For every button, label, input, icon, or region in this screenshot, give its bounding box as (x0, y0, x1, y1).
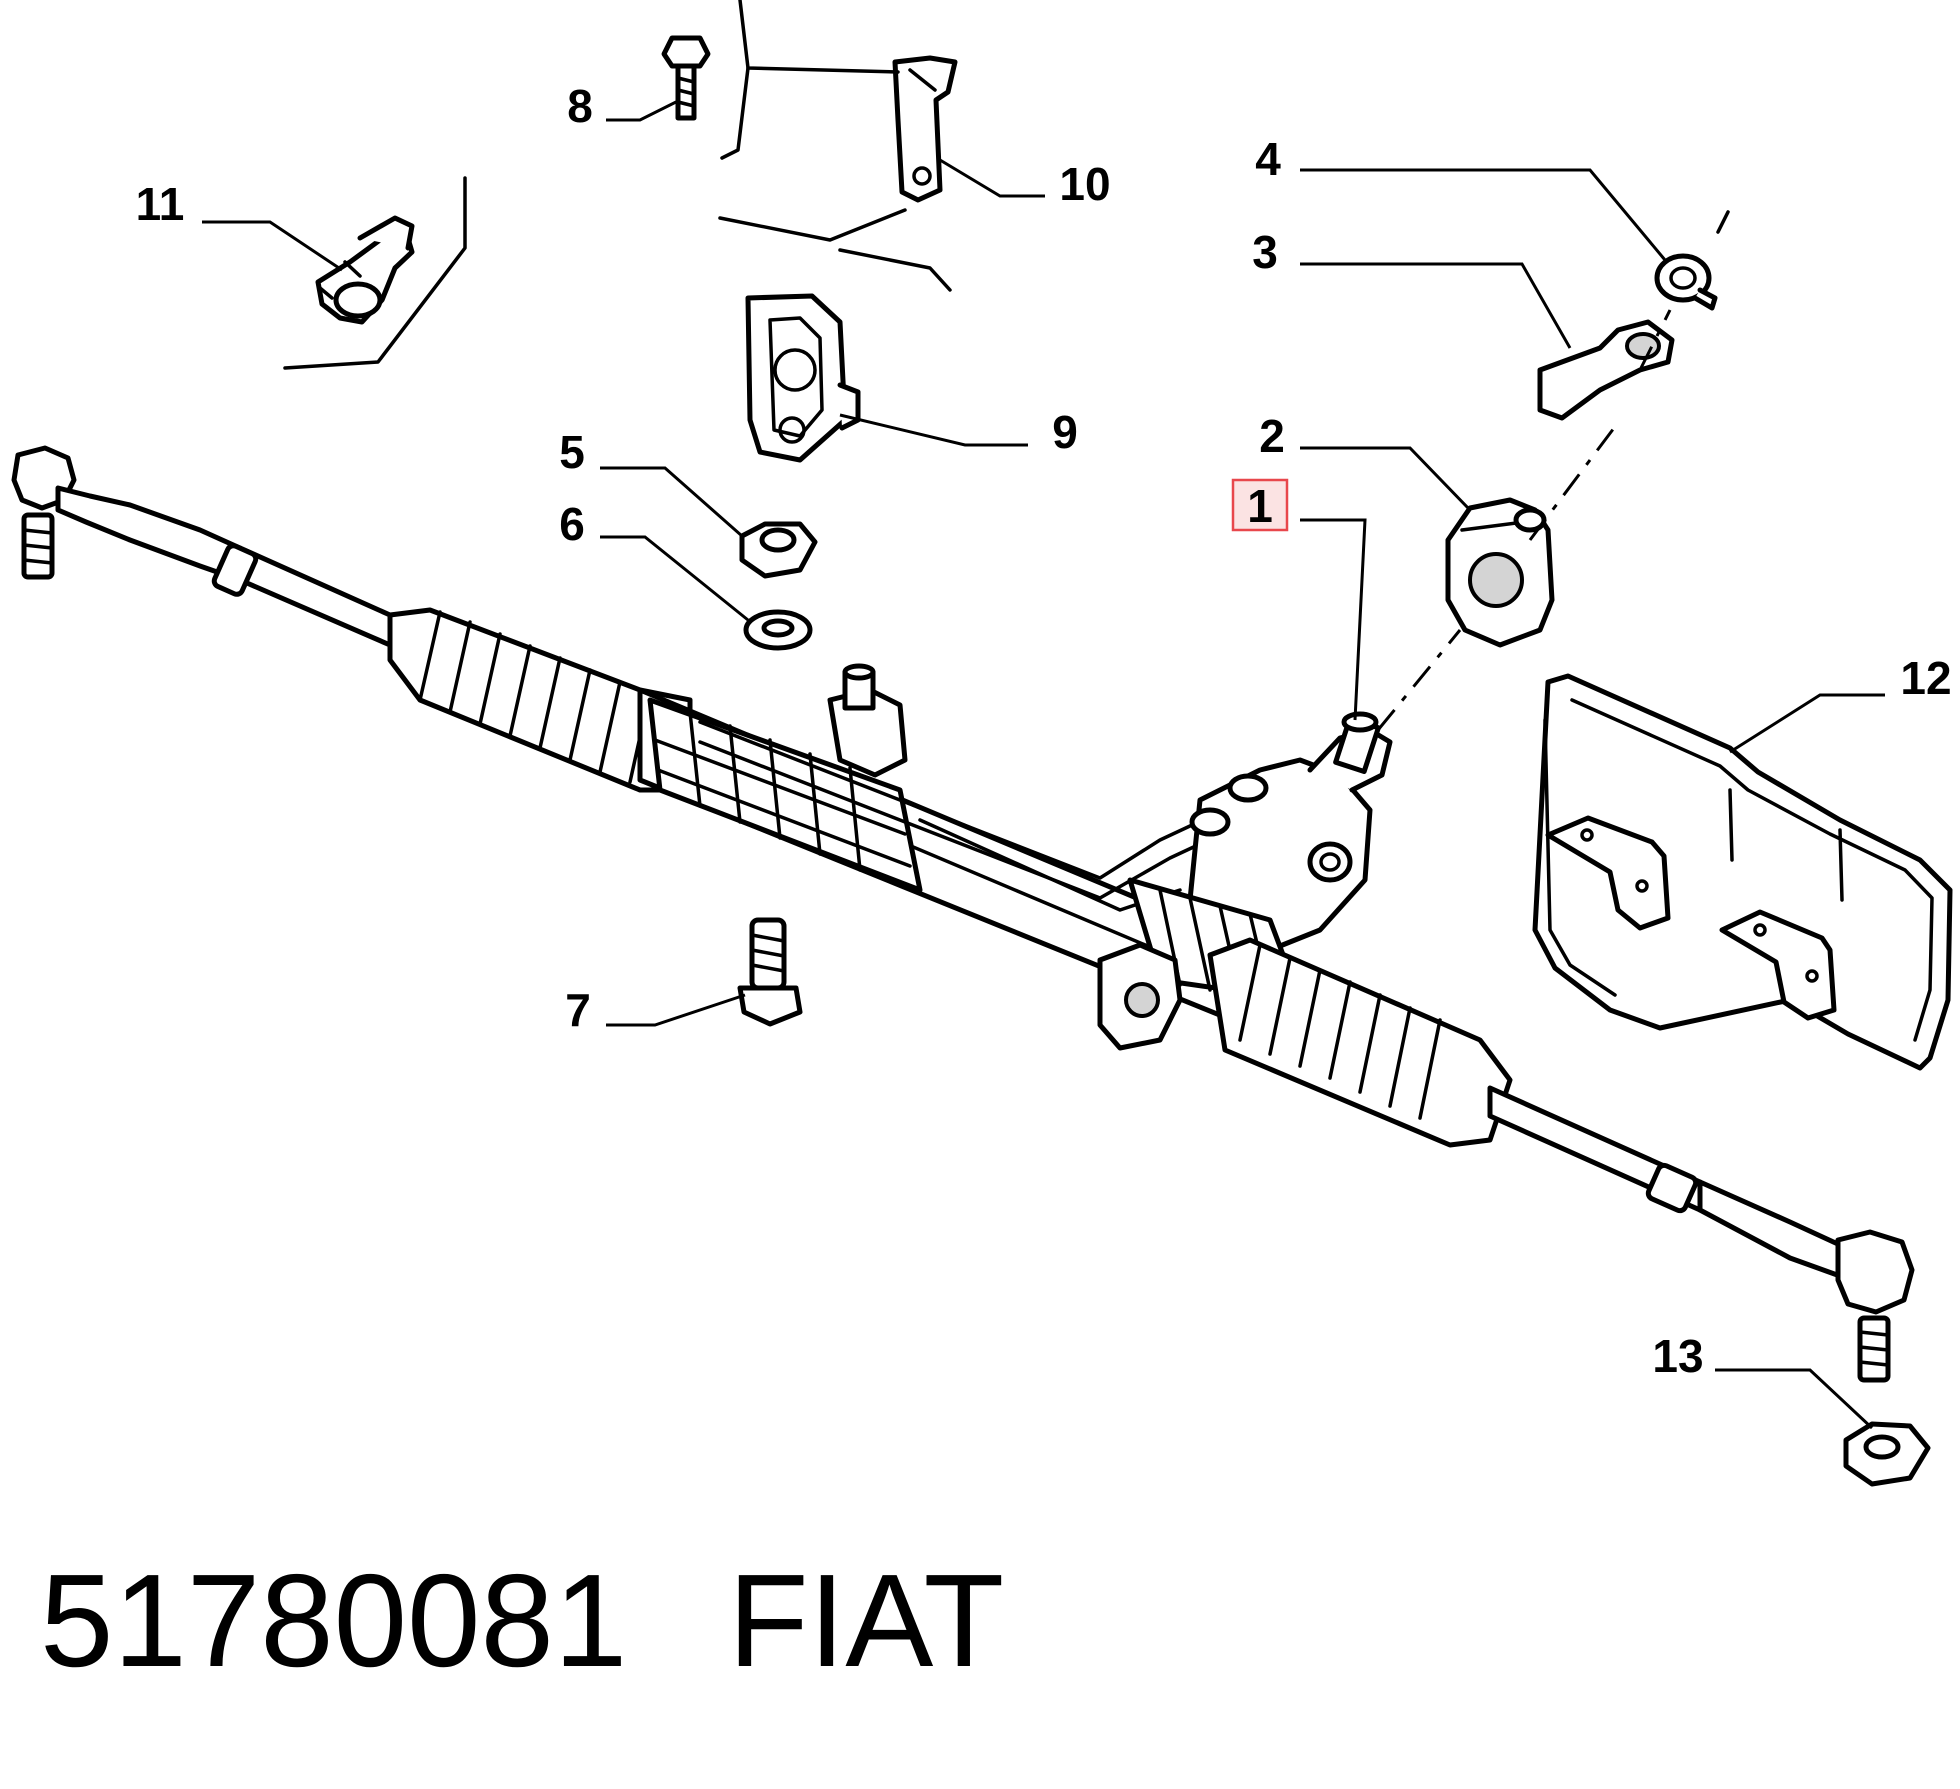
callout-12[interactable]: 12 (1900, 652, 1951, 704)
leader-7 (606, 993, 746, 1027)
leader-10 (939, 158, 1045, 198)
callout-11[interactable]: 11 (136, 178, 185, 230)
callout-6[interactable]: 6 (559, 498, 585, 550)
leader-8 (606, 100, 677, 122)
part-10-bracket (718, 0, 958, 292)
callout-2[interactable]: 2 (1259, 410, 1285, 462)
leader-2 (1300, 446, 1472, 512)
part-12-heat-shield (1532, 673, 1953, 1071)
leader-1 (1300, 518, 1367, 721)
leader-5 (600, 466, 743, 538)
callout-1-highlight (1231, 478, 1289, 532)
leader-6 (600, 535, 749, 622)
callout-10[interactable]: 10 (1059, 158, 1110, 210)
callout-3[interactable]: 3 (1252, 226, 1278, 278)
footer-brand: FIAT (728, 1547, 1005, 1694)
callout-1[interactable]: 1 (1247, 480, 1273, 532)
leader-12 (1729, 693, 1885, 754)
part-7-bolt (737, 917, 803, 1027)
footer-part-number: 51780081 (40, 1547, 628, 1694)
callout-9[interactable]: 9 (1052, 406, 1078, 458)
part-8-bolt (661, 35, 711, 121)
part-13-nut (1843, 1421, 1931, 1487)
callout-labels: 1 2 3 4 5 6 7 8 9 10 11 12 13 (136, 80, 1952, 1382)
part-5-nut (739, 521, 818, 579)
callout-4[interactable]: 4 (1255, 133, 1281, 185)
assembly-axis-line (1376, 309, 1672, 731)
part-4-clip-ring (1654, 210, 1730, 311)
part-2-seal (1445, 497, 1555, 648)
part-9-bracket (745, 293, 861, 463)
part-3-lever (1537, 319, 1675, 421)
leader-lines (202, 100, 1885, 1430)
leader-4 (1300, 168, 1667, 261)
leader-3 (1300, 262, 1572, 349)
leader-9 (839, 413, 1028, 447)
leader-13 (1715, 1368, 1874, 1430)
part-6-washer (743, 609, 813, 651)
part-11-clip (283, 176, 467, 370)
part-1-steering-rack (11, 445, 1915, 1383)
callout-7[interactable]: 7 (565, 984, 591, 1036)
callout-13[interactable]: 13 (1652, 1330, 1703, 1382)
callout-8[interactable]: 8 (567, 80, 593, 132)
callout-5[interactable]: 5 (559, 426, 585, 478)
leader-11 (202, 220, 343, 272)
